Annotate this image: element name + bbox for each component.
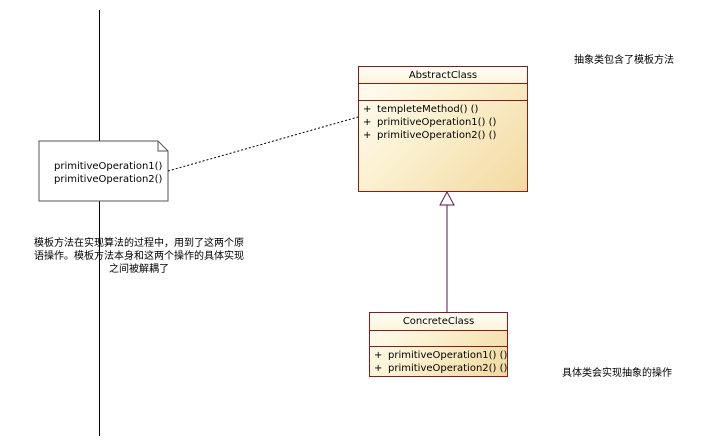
concrete-op-primitive-1: + primitiveOperation1() () xyxy=(374,349,507,362)
concrete-class-annotation: 具体类会实现抽象的操作 xyxy=(562,368,672,379)
abstract-class-box[interactable]: AbstractClass + templeteMethod() () + prim… xyxy=(358,66,528,192)
operation-signature: templeteMethod() () xyxy=(377,104,479,115)
abstract-class-attributes xyxy=(359,84,527,101)
visibility-public: + xyxy=(363,117,372,128)
abstract-class-annotation: 抽象类包含了模板方法 xyxy=(574,55,674,66)
concrete-class-attributes xyxy=(370,331,507,347)
inheritance-arrowhead xyxy=(439,190,455,206)
concrete-class-name: ConcreteClass xyxy=(370,313,507,331)
visibility-public: + xyxy=(374,363,383,374)
note-line-2: primitiveOperation2() xyxy=(54,174,163,185)
note-shape xyxy=(38,140,169,202)
operation-signature: primitiveOperation1() () xyxy=(388,350,508,361)
note-line-1: primitiveOperation1() xyxy=(54,161,163,172)
visibility-public: + xyxy=(374,350,383,361)
note-operations-text: primitiveOperation1() primitiveOperation… xyxy=(54,160,162,186)
concrete-op-primitive-2: + primitiveOperation2() () xyxy=(374,362,507,375)
abstract-class-name: AbstractClass xyxy=(359,67,527,84)
operation-signature: primitiveOperation1() () xyxy=(377,117,497,128)
lifeline-vertical xyxy=(99,10,100,436)
concrete-class-box[interactable]: ConcreteClass + primitiveOperation1() () … xyxy=(369,312,508,377)
note-explanation-line-1: 模板方法在实现算法的过程中，用到了这两个原 xyxy=(34,238,244,249)
concrete-class-operations: + primitiveOperation1() () + primitiveOper… xyxy=(370,347,507,375)
note-explanation: 模板方法在实现算法的过程中，用到了这两个原 语操作。模板方法本身和这两个操作的具… xyxy=(34,237,244,276)
visibility-public: + xyxy=(363,104,372,115)
abstract-op-templete-method: + templeteMethod() () xyxy=(363,103,527,116)
abstract-op-primitive-1: + primitiveOperation1() () xyxy=(363,116,527,129)
note-explanation-line-2: 语操作。模板方法本身和这两个操作的具体实现 xyxy=(34,251,244,262)
abstract-class-operations: + templeteMethod() () + primitiveOperation… xyxy=(359,101,527,142)
abstract-op-primitive-2: + primitiveOperation2() () xyxy=(363,129,527,142)
visibility-public: + xyxy=(363,130,372,141)
operation-signature: primitiveOperation2() () xyxy=(388,363,508,374)
note-fold xyxy=(157,141,168,152)
note-association-line xyxy=(167,116,359,172)
note-explanation-line-3: 之间被解耦了 xyxy=(109,264,169,275)
operation-signature: primitiveOperation2() () xyxy=(377,130,497,141)
